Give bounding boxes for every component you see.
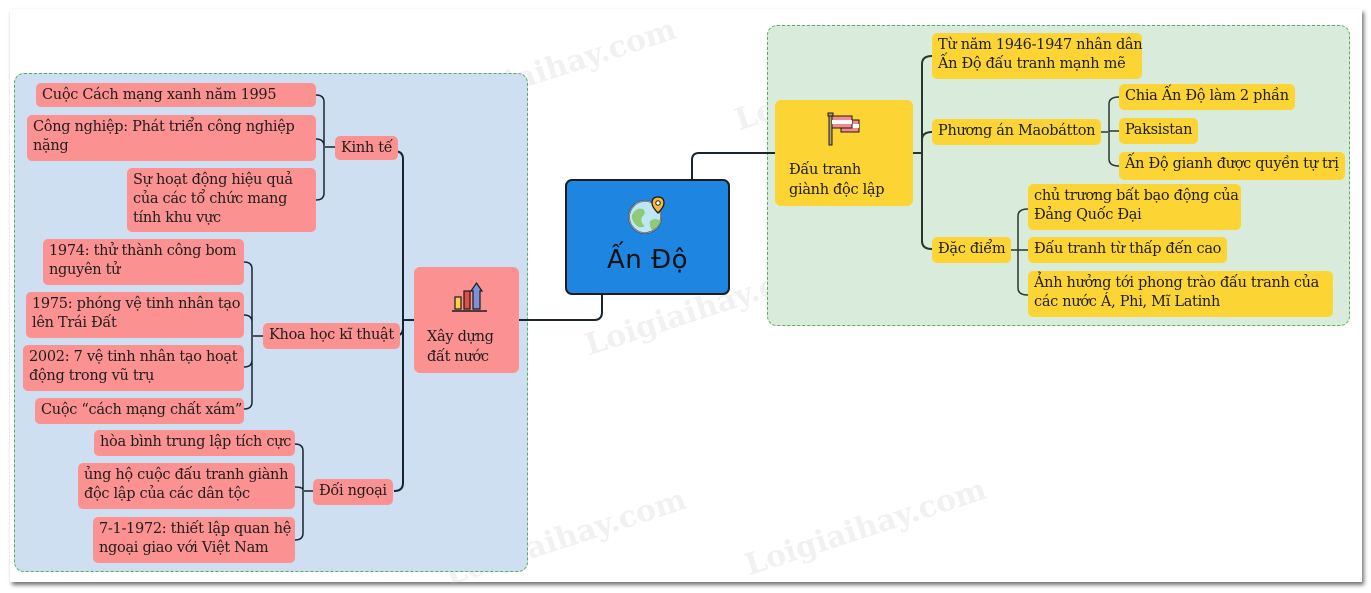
leaf-node[interactable]: Ấn Độ gianh được quyền tự trị	[1119, 152, 1345, 180]
leaf-node[interactable]: Cuộc “cách mạng chất xám”	[35, 398, 244, 424]
leaf-node[interactable]: Cuộc Cách mạng xanh năm 1995	[36, 83, 316, 107]
leaf-node[interactable]: hòa bình trung lập tích cực	[94, 430, 295, 456]
globe-pin-icon	[628, 196, 665, 234]
branch-label: Xây dựng đất nước	[427, 329, 494, 365]
branch-xay-dung-dat-nuoc[interactable]: Xây dựng đất nước	[414, 267, 519, 373]
bar-chart-growth-icon	[452, 281, 487, 312]
branch-dau-tranh-gianh-doc-lap[interactable]: Đấu tranh giành độc lập	[775, 100, 913, 206]
root-label: Ấn Độ	[606, 245, 689, 275]
leaf-node[interactable]: Paksistan	[1119, 118, 1199, 144]
topic-khoa-hoc-ki-thuat[interactable]: Khoa học kĩ thuật	[263, 323, 400, 349]
topic-phuong-an-maobatton[interactable]: Phương án Maobátton	[932, 119, 1102, 145]
root-node-an-do[interactable]: Ấn Độ	[565, 179, 730, 295]
topic-doi-ngoai[interactable]: Đối ngoại	[313, 479, 393, 505]
topic-dac-diem[interactable]: Đặc điểm	[932, 237, 1012, 263]
flag-icon	[827, 112, 860, 146]
branch-label: Đấu tranh giành độc lập	[789, 162, 885, 198]
leaf-node[interactable]: Chia Ấn Độ làm 2 phần	[1119, 84, 1295, 110]
leaf-node[interactable]: Đấu tranh từ thấp đến cao	[1028, 237, 1228, 263]
topic-kinh-te[interactable]: Kinh tế	[335, 136, 399, 160]
